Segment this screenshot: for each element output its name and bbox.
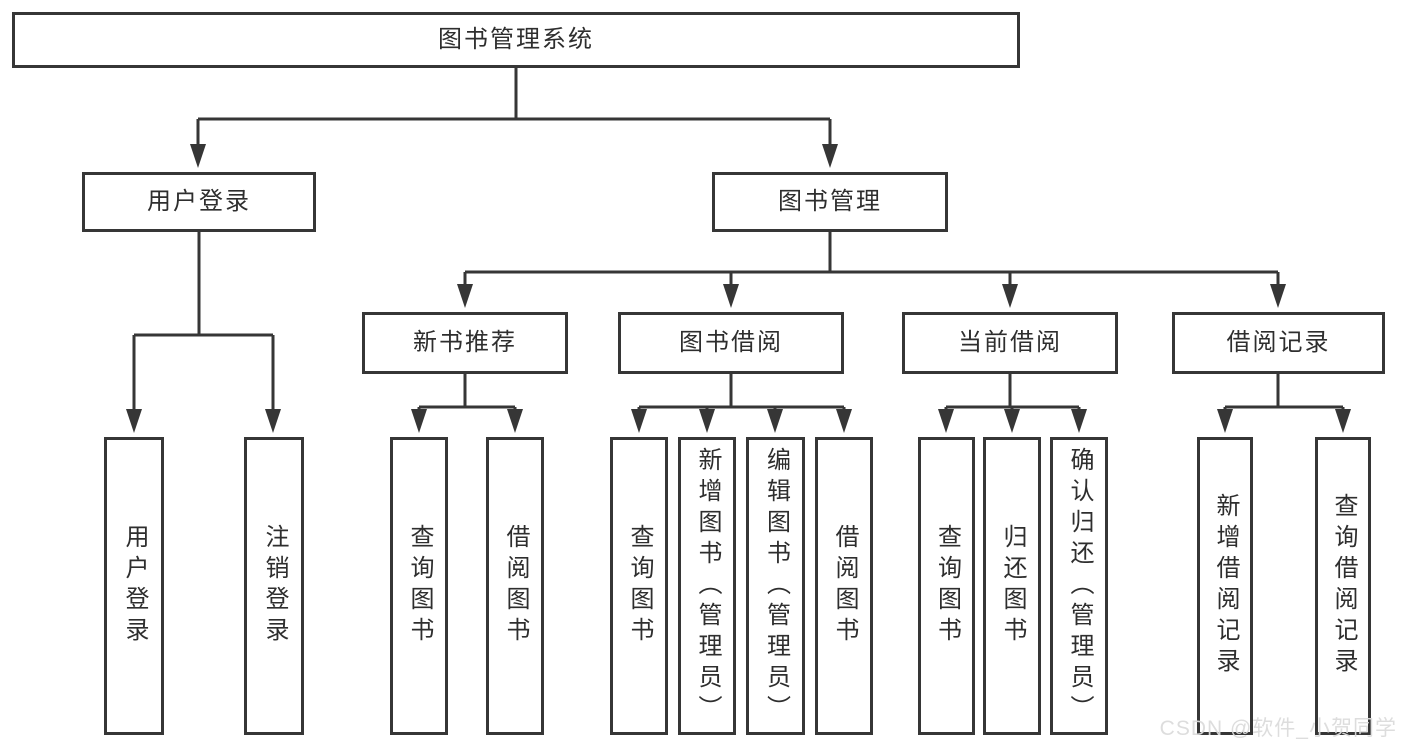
leaf-query-books-recommend: 查询图书 <box>390 437 448 735</box>
leaf-borrow-books: 借阅图书 <box>815 437 873 735</box>
node-book-management: 图书管理 <box>712 172 948 232</box>
leaf-borrow-books-label: 借阅图书 <box>831 524 858 648</box>
leaf-edit-books-admin-label: 编辑图书（管理员） <box>762 446 790 726</box>
leaf-add-borrow-record-label: 新增借阅记录 <box>1212 493 1239 679</box>
node-new-book-recommend-label: 新书推荐 <box>413 329 517 356</box>
leaf-edit-books-admin: 编辑图书（管理员） <box>746 437 805 735</box>
leaf-logout-login: 注销登录 <box>244 437 304 735</box>
node-book-management-label: 图书管理 <box>778 188 882 215</box>
leaf-confirm-return-admin-label: 确认归还（管理员） <box>1066 446 1093 726</box>
leaf-user-login-label: 用户登录 <box>121 524 148 648</box>
node-book-borrow-label: 图书借阅 <box>679 329 783 356</box>
leaf-query-books-borrow-label: 查询图书 <box>626 524 653 648</box>
leaf-add-borrow-record: 新增借阅记录 <box>1197 437 1253 735</box>
leaf-query-books-current-label: 查询图书 <box>933 524 961 648</box>
node-user-login-label: 用户登录 <box>147 188 251 215</box>
leaf-query-borrow-record-label: 查询借阅记录 <box>1330 493 1357 679</box>
leaf-borrow-books-recommend: 借阅图书 <box>486 437 544 735</box>
leaf-add-books-admin: 新增图书（管理员） <box>678 437 736 735</box>
node-new-book-recommend: 新书推荐 <box>362 312 568 374</box>
node-root-system: 图书管理系统 <box>12 12 1020 68</box>
leaf-return-books-label: 归还图书 <box>999 524 1026 648</box>
node-root-label: 图书管理系统 <box>438 26 594 53</box>
leaf-query-borrow-record: 查询借阅记录 <box>1315 437 1371 735</box>
node-current-borrow-label: 当前借阅 <box>958 329 1062 356</box>
arrowhead-icons <box>126 144 1351 433</box>
node-borrow-records-label: 借阅记录 <box>1226 329 1331 356</box>
node-current-borrow: 当前借阅 <box>902 312 1118 374</box>
node-book-borrow: 图书借阅 <box>618 312 844 374</box>
leaf-query-books-recommend-label: 查询图书 <box>406 524 433 648</box>
leaf-query-books-borrow: 查询图书 <box>610 437 668 735</box>
leaf-borrow-books-recommend-label: 借阅图书 <box>502 524 529 648</box>
leaf-user-login: 用户登录 <box>104 437 164 735</box>
node-user-login: 用户登录 <box>82 172 316 232</box>
leaf-logout-login-label: 注销登录 <box>261 524 288 648</box>
leaf-add-books-admin-label: 新增图书（管理员） <box>694 446 721 726</box>
leaf-query-books-current: 查询图书 <box>918 437 975 735</box>
leaf-return-books: 归还图书 <box>983 437 1041 735</box>
leaf-confirm-return-admin: 确认归还（管理员） <box>1050 437 1108 735</box>
node-borrow-records: 借阅记录 <box>1172 312 1385 374</box>
